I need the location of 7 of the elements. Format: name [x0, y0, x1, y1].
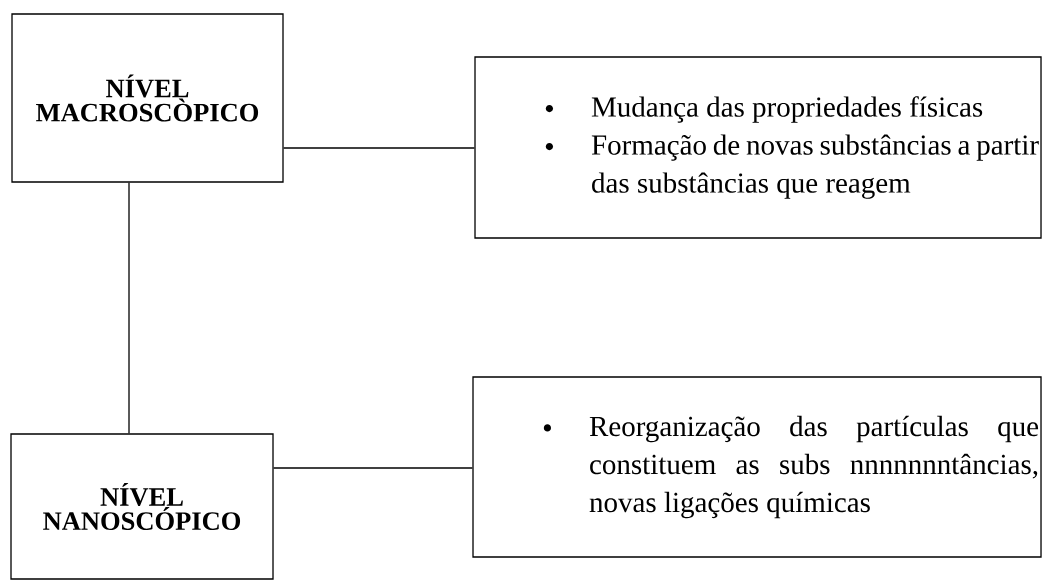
connector-line	[283, 147, 475, 149]
connector-line	[273, 467, 473, 469]
level-box: NÍVEL NANOSCÓPICO	[10, 433, 274, 580]
connector-line	[128, 182, 130, 434]
level-box: NÍVEL MACROSCÒPICO	[11, 13, 284, 183]
list-box: Reorganização das partículas que constituem as subs nnnnnnntâncias, novas ligações químicas	[472, 376, 1042, 558]
list-box: Mudança das propriedades físicas Formação de novas substâncias a partir das substâncias que reagem	[474, 56, 1042, 239]
